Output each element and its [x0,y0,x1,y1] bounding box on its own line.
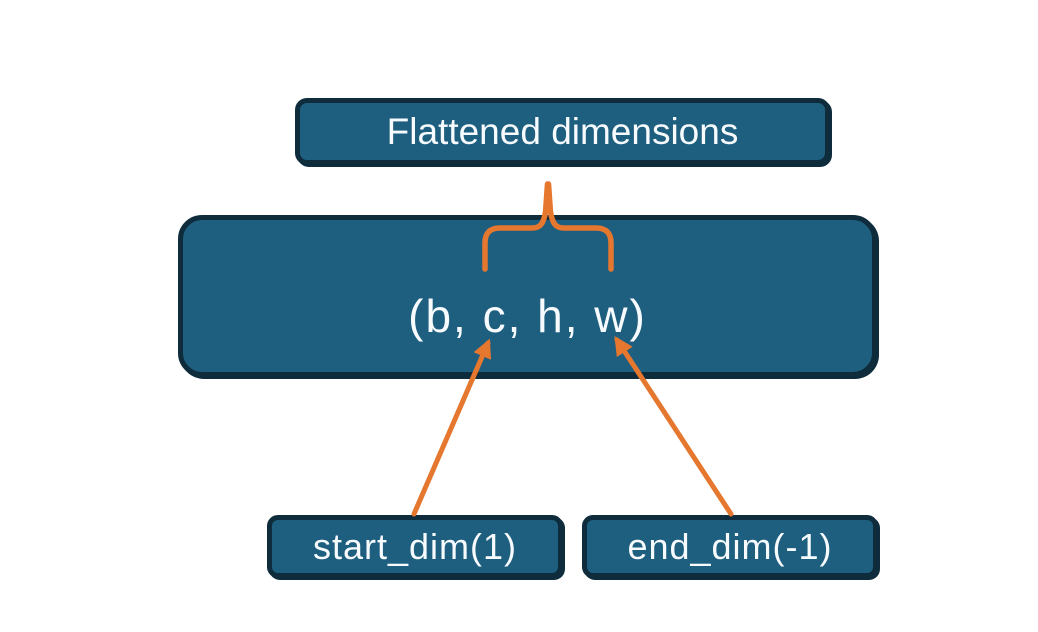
flattened-dimensions-box: Flattened dimensions [295,98,830,165]
start-dim-box: start_dim(1) [267,515,563,578]
start-dim-label: start_dim(1) [312,525,518,567]
end-dim-box: end_dim(-1) [582,515,878,578]
tensor-shape-box: (b, c, h, w) [178,215,877,377]
tensor-shape-label: (b, c, h, w) [408,290,647,342]
end-dim-label: end_dim(-1) [627,525,833,567]
flattened-dimensions-label: Flattened dimensions [386,110,739,152]
